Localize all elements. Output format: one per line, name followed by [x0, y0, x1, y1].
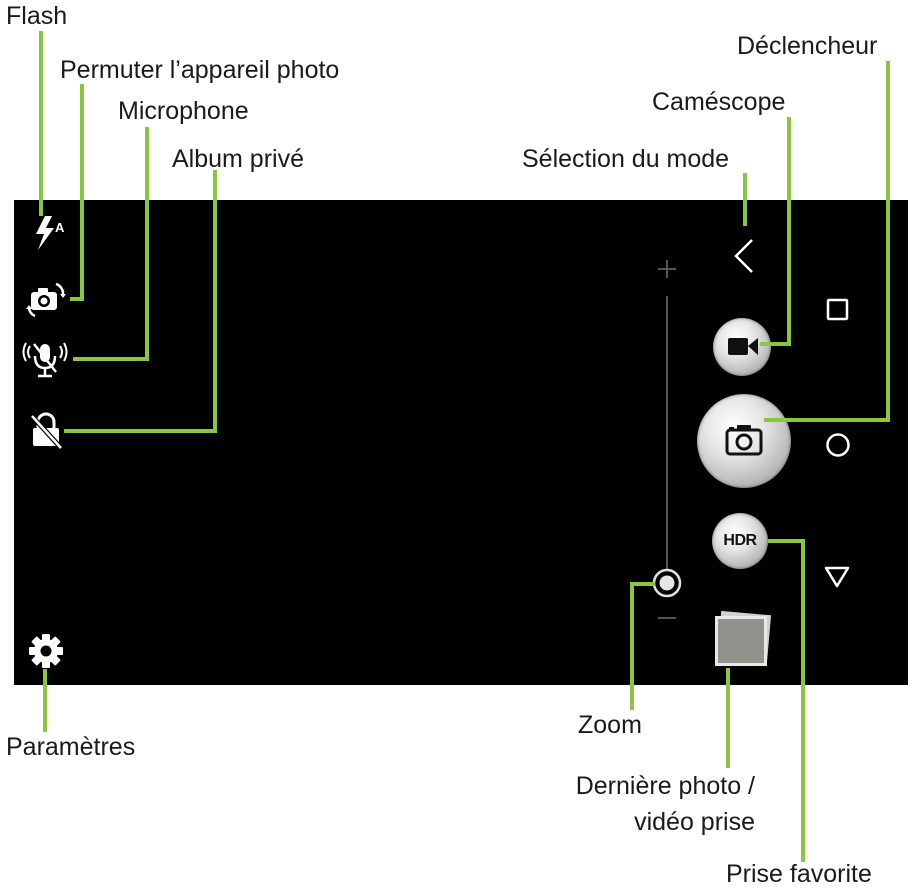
- label-last-photo-line1: Dernière photo /: [575, 772, 755, 800]
- label-mode-select: Sélection du mode: [522, 145, 730, 173]
- hdr-label: HDR: [723, 532, 757, 549]
- label-private-album: Album privé: [172, 145, 304, 173]
- square-icon: [826, 298, 849, 321]
- label-shutter: Déclencheur: [737, 32, 878, 60]
- video-camera-icon: [728, 338, 758, 355]
- flash-auto-icon[interactable]: A: [30, 214, 70, 252]
- triangle-down-icon: [824, 566, 850, 588]
- label-flash: Flash: [6, 2, 68, 30]
- camcorder-button[interactable]: [713, 318, 771, 376]
- camera-switch-icon[interactable]: [26, 280, 68, 320]
- label-zoom: Zoom: [578, 711, 642, 739]
- zoom-slider[interactable]: [652, 252, 682, 632]
- label-favorite-shot: Prise favorite: [726, 860, 872, 888]
- circle-icon: [826, 433, 850, 457]
- hdr-button[interactable]: HDR: [712, 513, 768, 569]
- microphone-off-icon[interactable]: [22, 340, 68, 380]
- zoom-handle[interactable]: [652, 568, 682, 598]
- label-switch-camera: Permuter l’appareil photo: [60, 56, 340, 84]
- last-photo-thumbnail[interactable]: [713, 610, 772, 668]
- gear-icon[interactable]: [28, 633, 64, 669]
- lock-off-icon[interactable]: [28, 412, 64, 450]
- nav-recent-button[interactable]: [825, 297, 851, 323]
- label-settings: Paramètres: [6, 733, 136, 761]
- camera-icon: [725, 425, 763, 456]
- chevron-left-icon: [734, 239, 753, 273]
- label-camcorder: Caméscope: [652, 88, 786, 116]
- flash-mode-text: A: [55, 220, 65, 235]
- nav-back-button[interactable]: [822, 562, 852, 590]
- nav-home-button[interactable]: [824, 431, 852, 459]
- shutter-button[interactable]: [697, 394, 791, 488]
- mode-select-chevron[interactable]: [730, 236, 758, 276]
- label-microphone: Microphone: [118, 97, 249, 125]
- label-last-photo-line2: vidéo prise: [634, 808, 755, 836]
